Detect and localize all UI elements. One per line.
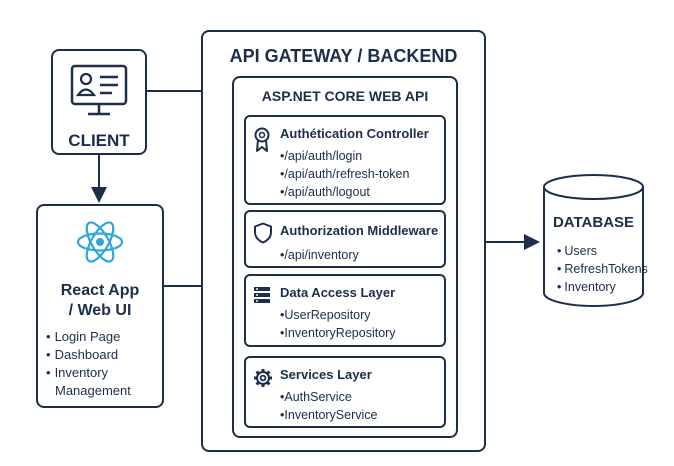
data-access-layer-box: Data Access Layer UserRepository Invento… (244, 274, 446, 347)
authorization-title: Authorization Middleware (280, 223, 439, 238)
list-item: Inventory (46, 364, 131, 382)
list-item: AuthService (280, 388, 378, 406)
authorization-middleware-box: Authorization Middleware /api/inventory (244, 210, 446, 268)
list-item: UserRepository (280, 306, 396, 324)
client-box: CLIENT (51, 49, 147, 155)
services-title: Services Layer (280, 367, 372, 382)
list-item-continuation: Management (55, 383, 131, 398)
services-items: AuthService InventoryService (280, 388, 378, 424)
react-app-box: React App / Web UI Login Page Dashboard … (36, 204, 164, 408)
auth-controller-title: Authética­tion Controller (280, 126, 429, 141)
list-item: Users (557, 242, 648, 260)
authorization-endpoints: /api/inventory (280, 246, 358, 264)
aspnet-api-box: ASP.NET CORE WEB API Authética­tion Cont… (232, 76, 458, 438)
shield-icon (254, 222, 272, 244)
list-item: InventoryRepository (280, 324, 395, 342)
list-item: Inventory (557, 278, 648, 296)
react-atom-icon (76, 221, 124, 263)
award-ribbon-icon (254, 127, 270, 152)
list-item: Login Page (46, 328, 131, 346)
services-layer-box: Services Layer AuthService InventoryServ… (244, 356, 446, 428)
list-item: /api/auth/refresh-token (280, 165, 409, 183)
auth-controller-endpoints: /api/auth/login /api/auth/refresh-token … (280, 147, 409, 201)
data-access-items: UserRepository InventoryRepository (280, 306, 396, 342)
react-app-title: React App / Web UI (38, 281, 162, 321)
list-item: InventoryService (280, 406, 377, 424)
gear-icon (254, 369, 272, 387)
data-access-title: Data Access Layer (280, 285, 396, 300)
user-monitor-icon (70, 64, 128, 116)
list-item: /api/auth/logout (280, 183, 409, 201)
react-app-title-line1: React App (60, 282, 140, 299)
database-title: DATABASE (552, 214, 635, 231)
list-item: RefreshTokens (557, 260, 647, 278)
auth-controller-box: Authética­tion Controller /api/auth/logi… (244, 115, 446, 205)
server-stack-icon (254, 287, 270, 303)
list-item: /api/auth/login (280, 147, 409, 165)
react-app-list: Login Page Dashboard Inventory Managemen… (46, 328, 131, 400)
aspnet-title: ASP.NET CORE WEB API (261, 88, 429, 104)
list-item: Dashboard (46, 346, 131, 364)
client-title: CLIENT (68, 131, 130, 150)
react-app-title-line2: / Web UI (68, 302, 132, 319)
gateway-title: API GATEWAY / BACKEND (229, 46, 458, 66)
list-item: /api/inventory (280, 246, 358, 264)
database-tables: Users RefreshTokens Inventory (557, 242, 648, 296)
